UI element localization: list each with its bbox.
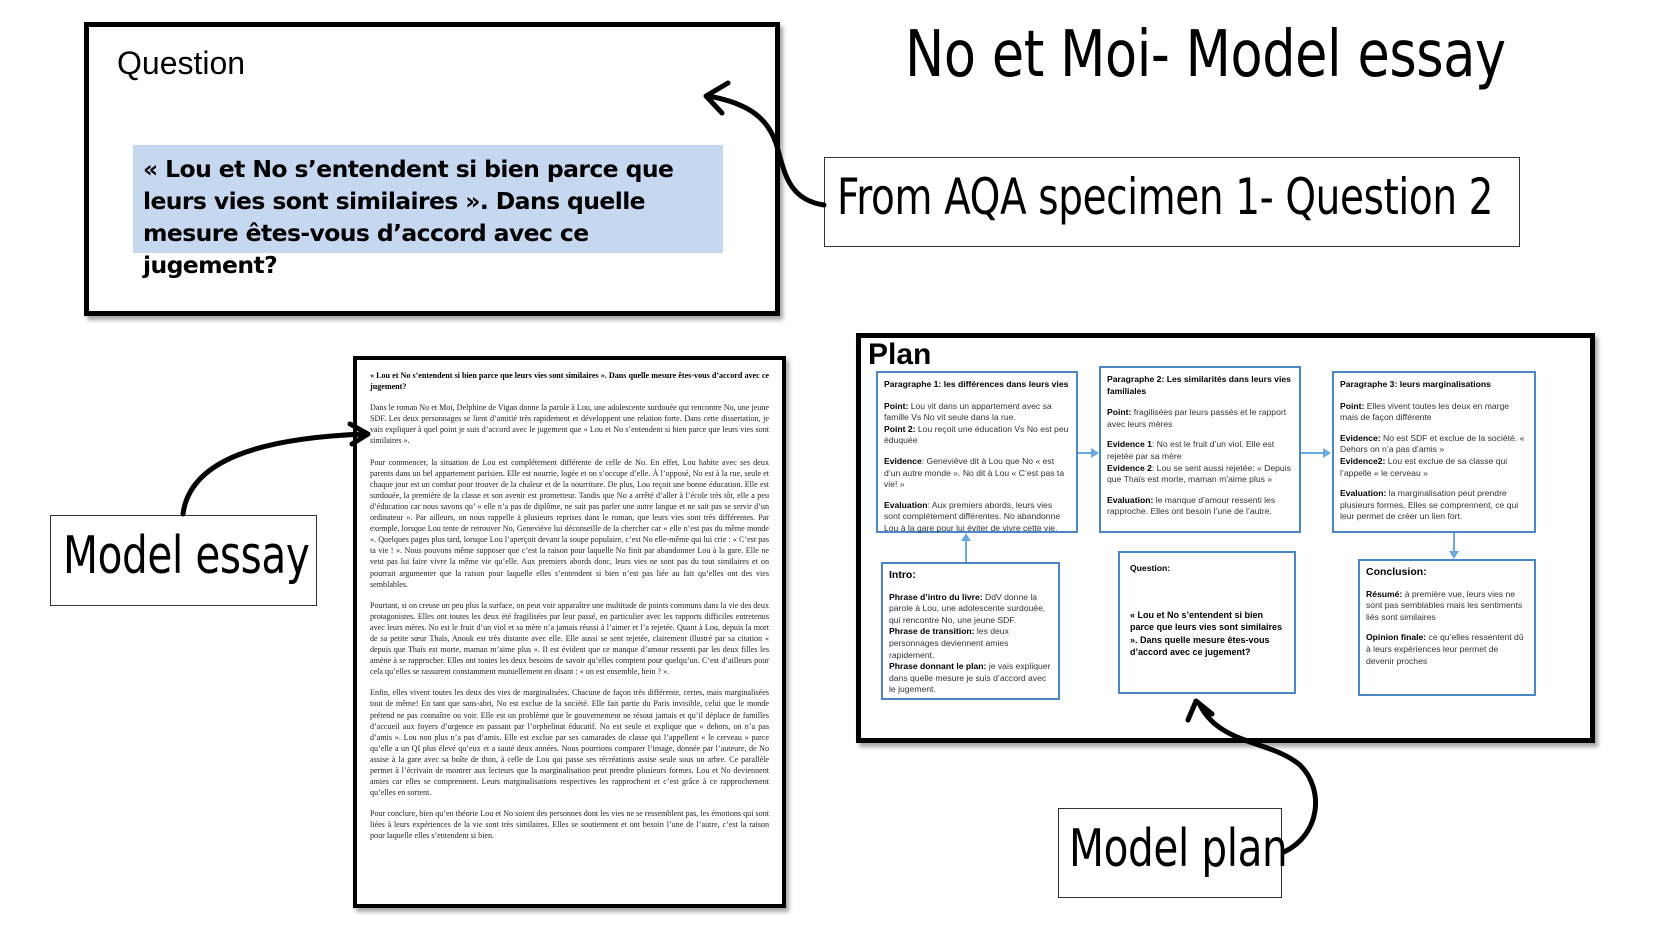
evidence-text: No est SDF et exclue de la société. « De…: [1340, 432, 1525, 455]
arrow-head-icon: [1323, 448, 1331, 458]
essay-paragraph-2: Pourtant, si on creuse un peu plus la su…: [370, 600, 769, 677]
plan-box-conclusion: Conclusion: Résumé: à première vue, leur…: [1358, 559, 1536, 696]
point-text: Lou vit dans un appartement avec sa fami…: [884, 400, 1052, 423]
evidence1-text: : No est le fruit d’un viol. Elle est re…: [1107, 439, 1275, 461]
evidence-label: Evidence: [884, 455, 922, 466]
essay-paragraph-intro: Dans le roman No et Moi, Delphine de Vig…: [370, 403, 769, 446]
source-label-box: From AQA specimen 1- Question 2: [824, 157, 1520, 247]
evidence-label: Evidence:: [1340, 432, 1381, 443]
point-text: fragilisées par leurs passés et le rappo…: [1107, 407, 1287, 429]
question-heading: Question: [117, 45, 246, 81]
model-plan-panel: Plan Paragraphe 1: les différences dans …: [856, 333, 1595, 743]
evaluation-label: Evaluation:: [1107, 494, 1154, 505]
arrow-intro-to-p1: [965, 536, 967, 562]
resume-text: à première vue, leurs vies ne sont pas s…: [1366, 588, 1523, 622]
model-plan-label: Model plan: [1069, 819, 1288, 879]
question-prompt: « Lou et No s’entendent si bien parce qu…: [133, 145, 723, 279]
point-label: Point:: [1340, 400, 1365, 411]
intro-phrase3-text: je vais expliquer dans quelle mesure je …: [889, 661, 1051, 695]
point-label: Point:: [884, 400, 909, 411]
intro-phrase3-label: Phrase donnant le plan:: [889, 661, 987, 672]
intro-phrase1-text: DdV donne la parole à Lou, une adolescen…: [889, 591, 1046, 625]
evaluation-label: Evaluation: [884, 499, 928, 510]
model-essay-document: « Lou et No s’entendent si bien parce qu…: [353, 356, 786, 908]
opinion-text: ce qu’elles ressentent dû à leurs expéri…: [1366, 632, 1524, 666]
plan-title: Plan: [868, 338, 932, 371]
intro-phrase1-label: Phrase d’intro du livre:: [889, 591, 983, 602]
model-essay-label-box: Model essay: [50, 515, 317, 606]
evidence2-label: Evidence2:: [1340, 455, 1386, 466]
essay-title: « Lou et No s’entendent si bien parce qu…: [370, 371, 769, 392]
arrow-p1-to-p2: [1078, 452, 1096, 454]
evidence2-text: Lou est exclue de sa classe qui l’appell…: [1340, 455, 1508, 478]
model-essay-label: Model essay: [63, 526, 310, 586]
intro-phrase2-text: les deux personnages deviennent amies ra…: [889, 626, 1009, 660]
point2-text: Lou reçoit une éducation Vs No est peu é…: [884, 423, 1069, 446]
point-label: Point:: [1107, 407, 1132, 418]
question-panel: Question « Lou et No s’entendent si bien…: [84, 22, 780, 316]
conclusion-heading: Conclusion:: [1366, 566, 1427, 578]
plan-question-text: « Lou et No s’entendent si bien parce qu…: [1130, 609, 1283, 658]
plan-box-question: Question: « Lou et No s’entendent si bie…: [1118, 551, 1296, 694]
resume-label: Résumé:: [1366, 588, 1403, 599]
page-title: No et Moi- Model essay: [905, 18, 1506, 92]
point-text: Elles vivent toutes les deux en marge ma…: [1340, 400, 1510, 423]
essay-paragraph-conclusion: Pour conclure, bien qu’en théorie Lou et…: [370, 809, 769, 841]
evaluation-text: la marginalisation peut prendre plusieur…: [1340, 488, 1519, 522]
plan-box-paragraph-1: Paragraphe 1: les différences dans leurs…: [876, 371, 1078, 533]
plan-box-paragraph-3: Paragraphe 3: leurs marginalisations Poi…: [1332, 371, 1536, 533]
evaluation-text: : Aux premiers abords, leurs vies sont c…: [884, 499, 1061, 533]
evaluation-text: le manque d’amour ressenti les rapproche…: [1107, 494, 1276, 517]
arrow-p3-to-conclusion: [1453, 533, 1455, 555]
essay-paragraph-1: Pour commencer, la situation de Lou est …: [370, 457, 769, 589]
arrow-p2-to-p3: [1301, 452, 1327, 454]
arrow-head-icon: [961, 533, 971, 541]
essay-paragraph-3: Enfin, elles vivent toutes les deux des …: [370, 688, 769, 798]
point2-label: Point 2:: [884, 423, 916, 434]
plan-question-heading: Question:: [1130, 563, 1171, 573]
evidence1-label: Evidence 1: [1107, 439, 1152, 450]
paragraph-3-heading: Paragraphe 3: leurs marginalisations: [1340, 379, 1491, 389]
intro-phrase2-label: Phrase de transition:: [889, 626, 975, 637]
model-plan-label-box: Model plan: [1058, 808, 1288, 898]
paragraph-2-heading: Paragraphe 2: Les similarités dans leurs…: [1107, 374, 1291, 396]
paragraph-1-heading: Paragraphe 1: les différences dans leurs…: [884, 379, 1069, 389]
plan-box-intro: Intro: Phrase d’intro du livre: DdV donn…: [881, 562, 1060, 700]
evaluation-label: Evaluation:: [1340, 488, 1387, 499]
arrow-head-icon: [1091, 448, 1099, 458]
opinion-label: Opinion finale:: [1366, 632, 1427, 643]
evidence2-label: Evidence 2: [1107, 462, 1152, 473]
evidence2-text: : Lou se sent aussi rejetée: « Depuis qu…: [1107, 462, 1291, 485]
evidence-text: : Geneviève dit à Lou que No « est d’un …: [884, 455, 1065, 490]
intro-heading: Intro:: [889, 569, 916, 581]
arrow-head-icon: [1449, 551, 1459, 559]
source-label: From AQA specimen 1- Question 2: [837, 168, 1494, 226]
plan-box-paragraph-2: Paragraphe 2: Les similarités dans leurs…: [1099, 366, 1301, 533]
